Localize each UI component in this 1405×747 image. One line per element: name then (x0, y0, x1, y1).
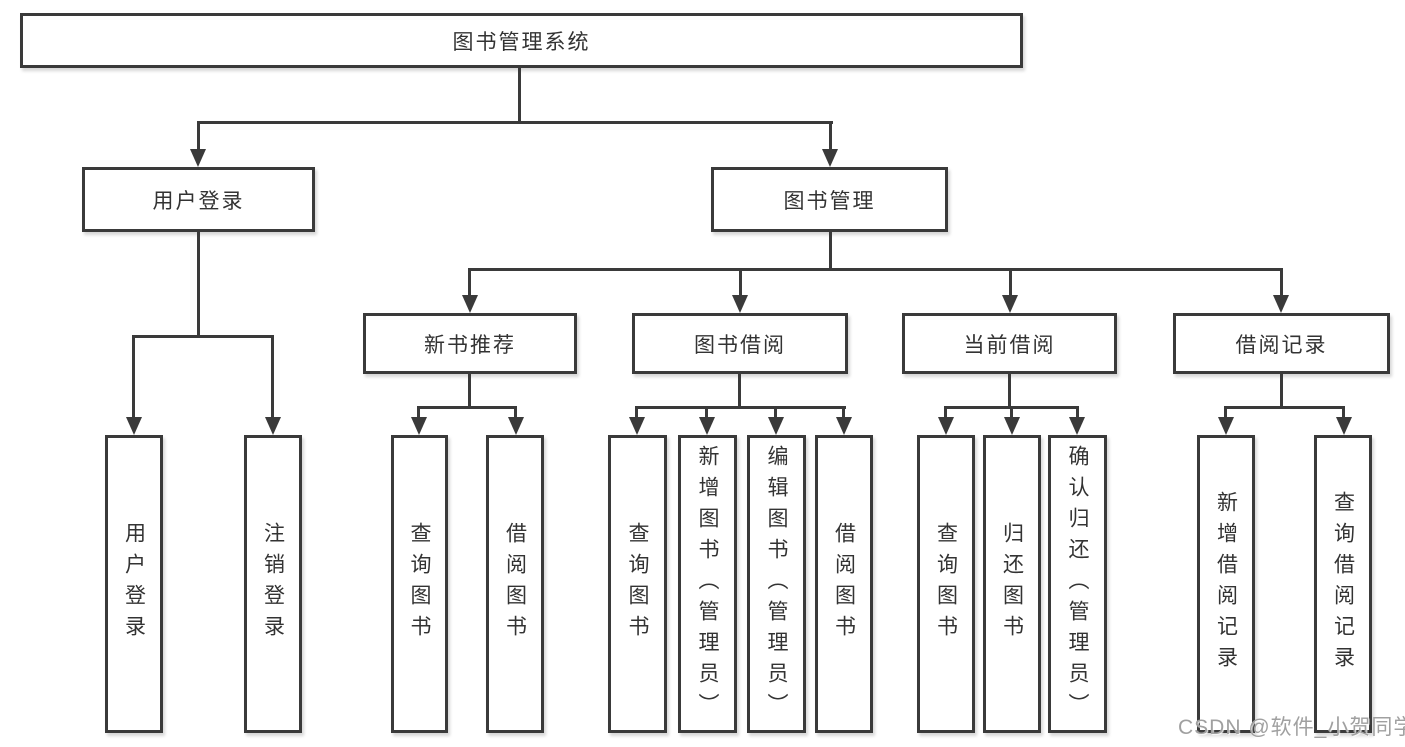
arrow-down-icon (768, 417, 784, 435)
leaf-label: 查询图书 (626, 522, 650, 646)
connector-line (635, 406, 846, 409)
connector-line (468, 374, 471, 406)
connector-line (518, 68, 521, 121)
connector-line (514, 406, 517, 418)
connector-line (705, 406, 708, 418)
connector-line (197, 232, 200, 335)
connector-line (1224, 406, 1227, 418)
leaf-label: 新增图书（管理员） (696, 444, 720, 724)
leaf-label: 查询图书 (408, 522, 432, 646)
connector-line (944, 406, 947, 418)
arrow-down-icon (1002, 295, 1018, 313)
arrow-down-icon (190, 149, 206, 167)
leaf-label: 借阅图书 (832, 522, 856, 646)
connector-line (197, 121, 200, 149)
connector-line (132, 335, 274, 338)
connector-line (271, 335, 274, 417)
node-borrowing-records: 借阅记录 (1173, 313, 1390, 374)
leaf-label: 确认归还（管理员） (1066, 444, 1090, 724)
connector-line (739, 268, 742, 295)
arrow-down-icon (265, 417, 281, 435)
arrow-down-icon (629, 417, 645, 435)
leaf-label: 编辑图书（管理员） (765, 444, 789, 724)
connector-line (1008, 374, 1011, 406)
node-new-book-recommend: 新书推荐 (363, 313, 577, 374)
arrow-down-icon (1336, 417, 1352, 435)
node-current-borrowing: 当前借阅 (902, 313, 1117, 374)
leaf-add-borrow-record: 新增借阅记录 (1197, 435, 1255, 733)
arrow-down-icon (411, 417, 427, 435)
leaf-user-login: 用户登录 (105, 435, 163, 733)
connector-line (842, 406, 845, 418)
arrow-down-icon (126, 417, 142, 435)
leaf-logout-login: 注销登录 (244, 435, 302, 733)
connector-line (1342, 406, 1345, 418)
leaf-add-book-admin: 新增图书（管理员） (678, 435, 737, 733)
connector-line (738, 374, 741, 406)
leaf-return-books: 归还图书 (983, 435, 1041, 733)
arrow-down-icon (822, 149, 838, 167)
arrow-down-icon (699, 417, 715, 435)
connector-line (635, 406, 638, 418)
leaf-label: 查询借阅记录 (1331, 491, 1355, 677)
node-user-login: 用户登录 (82, 167, 315, 232)
leaf-edit-book-admin: 编辑图书（管理员） (747, 435, 806, 733)
connector-line (1224, 406, 1345, 409)
connector-line (829, 121, 832, 149)
leaf-borrow-books-recommend: 借阅图书 (486, 435, 544, 733)
connector-line (132, 335, 135, 417)
connector-line (1280, 374, 1283, 406)
arrow-down-icon (1004, 417, 1020, 435)
leaf-label: 新增借阅记录 (1214, 491, 1238, 677)
leaf-borrow-books-borrowing: 借阅图书 (815, 435, 873, 733)
arrow-down-icon (732, 295, 748, 313)
arrow-down-icon (508, 417, 524, 435)
node-book-management: 图书管理 (711, 167, 948, 232)
leaf-label: 注销登录 (261, 522, 285, 646)
leaf-query-books-borrowing: 查询图书 (608, 435, 667, 733)
node-book-borrowing: 图书借阅 (632, 313, 848, 374)
leaf-label: 借阅图书 (503, 522, 527, 646)
connector-line (468, 268, 471, 295)
connector-line (417, 406, 517, 409)
leaf-label: 用户登录 (122, 522, 146, 646)
leaf-confirm-return-admin: 确认归还（管理员） (1048, 435, 1107, 733)
leaf-query-books-current: 查询图书 (917, 435, 975, 733)
connector-line (1010, 406, 1013, 418)
arrow-down-icon (1273, 295, 1289, 313)
connector-line (468, 268, 1283, 271)
arrow-down-icon (836, 417, 852, 435)
connector-line (1076, 406, 1079, 418)
arrow-down-icon (462, 295, 478, 313)
arrow-down-icon (1218, 417, 1234, 435)
connector-line (829, 232, 832, 268)
arrow-down-icon (1069, 417, 1085, 435)
arrow-down-icon (938, 417, 954, 435)
connector-line (417, 406, 420, 418)
leaf-label: 归还图书 (1000, 522, 1024, 646)
leaf-query-borrow-record: 查询借阅记录 (1314, 435, 1372, 733)
connector-line (1280, 268, 1283, 295)
connector-line (774, 406, 777, 418)
leaf-query-books-recommend: 查询图书 (391, 435, 448, 733)
node-library-system: 图书管理系统 (20, 13, 1023, 68)
connector-line (197, 121, 833, 124)
watermark: CSDN @软件_小贺同学 (1178, 716, 1405, 739)
leaf-label: 查询图书 (934, 522, 958, 646)
connector-line (1009, 268, 1012, 295)
